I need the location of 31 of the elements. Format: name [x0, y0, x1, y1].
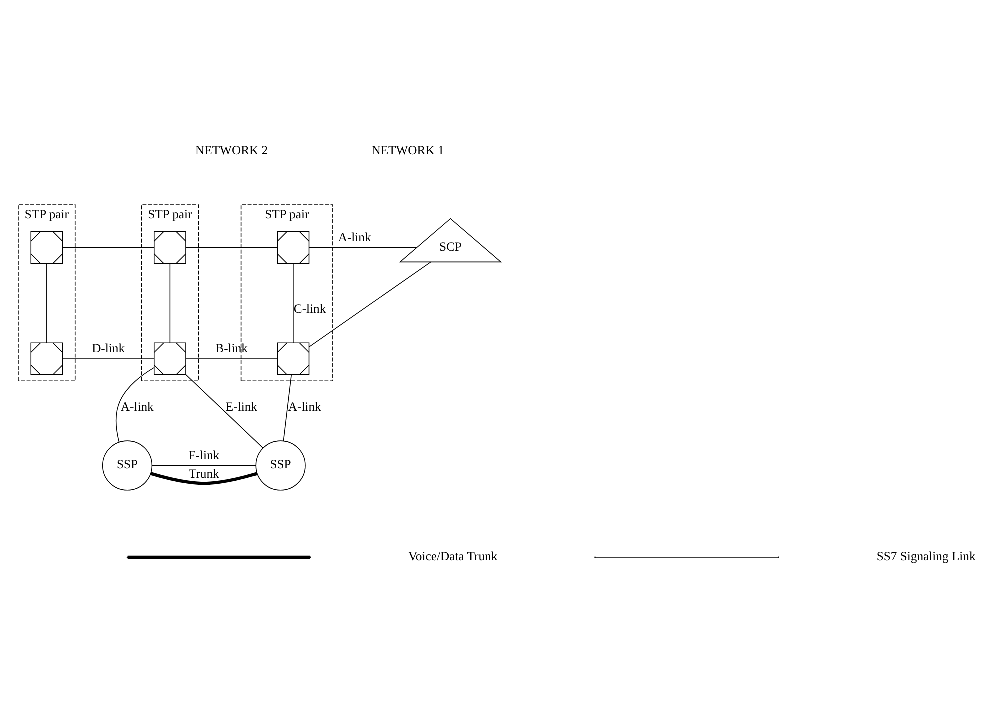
label: NETWORK 2 [195, 144, 268, 158]
cluster: STP pair [18, 204, 76, 382]
connector [308, 247, 417, 248]
edge-label: Trunk [188, 467, 219, 482]
connector [169, 263, 170, 344]
node-circle: SSP [255, 440, 306, 491]
label: NETWORK 1 [371, 144, 444, 158]
edge-label: B-link [215, 341, 248, 356]
connector [292, 263, 294, 344]
edge-label: D-link [92, 341, 125, 356]
connector [62, 358, 154, 360]
edge-label: A-link [338, 230, 371, 244]
edge-label: F-link [188, 448, 220, 462]
connector [150, 472, 258, 486]
connector [115, 367, 154, 443]
connector [151, 465, 256, 466]
connector [185, 247, 278, 248]
connector [282, 374, 292, 442]
legend-label: SS7 Signaling Link [876, 549, 976, 564]
node-circle: SSP [102, 440, 152, 491]
legend-label: Voice/Data Trunk [408, 549, 498, 564]
connector [185, 358, 278, 360]
edge-label: A-link [288, 400, 321, 414]
cluster: STP pair [140, 204, 199, 382]
edge-label: E-link [225, 400, 257, 414]
connector [46, 263, 47, 344]
connector [62, 247, 154, 248]
connector [185, 374, 264, 449]
connector [308, 262, 431, 348]
edge-label: A-link [120, 400, 154, 414]
edge-label: C-link [293, 302, 326, 316]
